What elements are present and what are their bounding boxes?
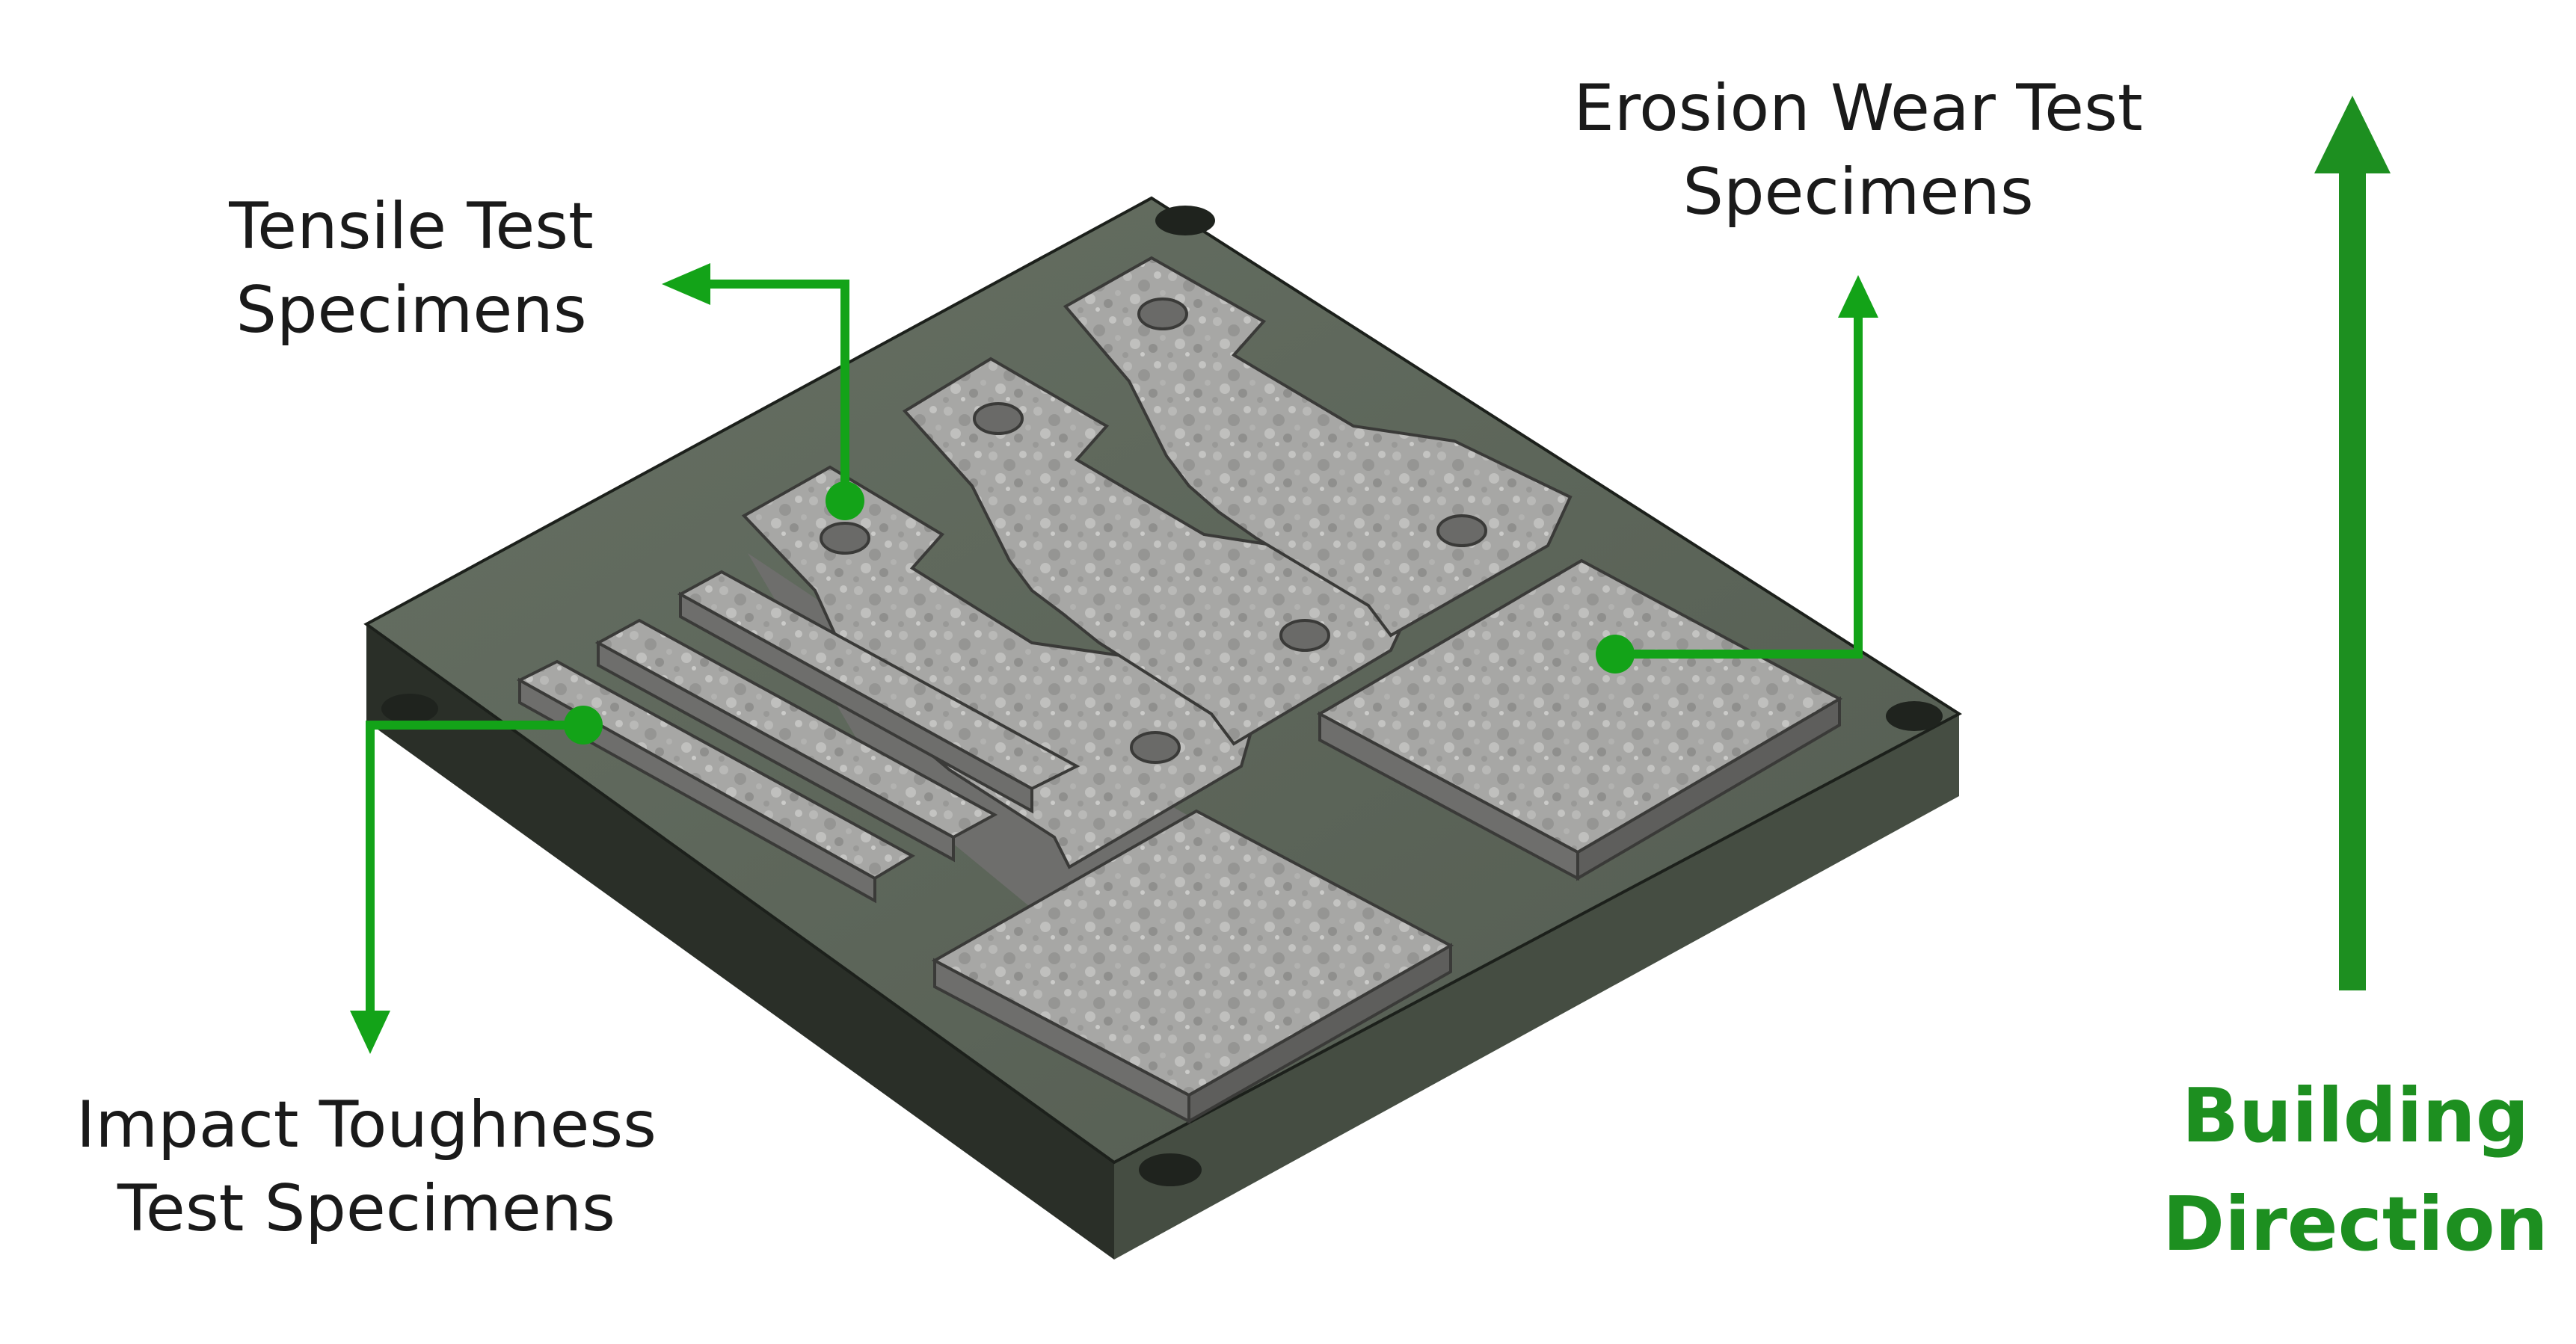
bolt-hole	[1155, 206, 1215, 235]
building-label-line2: Direction	[2162, 1180, 2548, 1268]
impact-callout	[350, 706, 603, 1054]
building-direction-arrow	[2314, 96, 2391, 990]
erosion-label-line2: Specimens	[1682, 154, 2034, 229]
impact-label-line1: Impact Toughness	[76, 1088, 657, 1162]
tensile-test-label: Tensile Test Specimens	[165, 185, 658, 353]
building-direction-label: Building Direction	[2146, 1061, 2565, 1278]
erosion-specimen	[931, 809, 1454, 1124]
impact-label-line2: Test Specimens	[117, 1171, 615, 1246]
tensile-label-line2: Specimens	[236, 272, 587, 348]
plate-left-side	[366, 624, 1114, 1260]
impact-specimen	[516, 659, 916, 904]
erosion-label-line1: Erosion Wear Test	[1573, 71, 2143, 146]
tensile-specimens	[741, 256, 1573, 964]
callout-leader	[1615, 314, 1863, 659]
tensile-specimen	[1063, 256, 1573, 638]
building-label-line1: Building	[2181, 1072, 2530, 1159]
arrow-up-icon	[2314, 96, 2391, 173]
erosion-wear-label: Erosion Wear Test Specimens	[1533, 67, 2183, 235]
callout-leader	[703, 280, 849, 501]
impact-toughness-label: Impact Toughness Test Specimens	[30, 1084, 703, 1251]
arrow-up-icon	[1838, 275, 1878, 318]
callout-leader	[366, 721, 583, 1017]
plate-right-side	[1114, 714, 1959, 1260]
tensile-label-line1: Tensile Test	[229, 189, 594, 264]
erosion-specimens	[931, 558, 1843, 1124]
impact-specimens	[516, 570, 1080, 904]
tensile-specimen	[902, 357, 1415, 746]
erosion-callout	[1596, 275, 1878, 673]
arrow-shaft	[2339, 164, 2366, 990]
arrow-down-icon	[350, 1011, 390, 1054]
impact-specimen	[677, 570, 1080, 814]
tensile-callout	[662, 263, 864, 520]
bolt-hole	[1886, 701, 1943, 731]
bolt-hole	[1139, 1153, 1202, 1186]
arrow-left-icon	[662, 263, 710, 305]
erosion-specimen	[1316, 558, 1843, 881]
bolt-hole	[381, 694, 438, 724]
impact-specimen	[594, 618, 998, 863]
